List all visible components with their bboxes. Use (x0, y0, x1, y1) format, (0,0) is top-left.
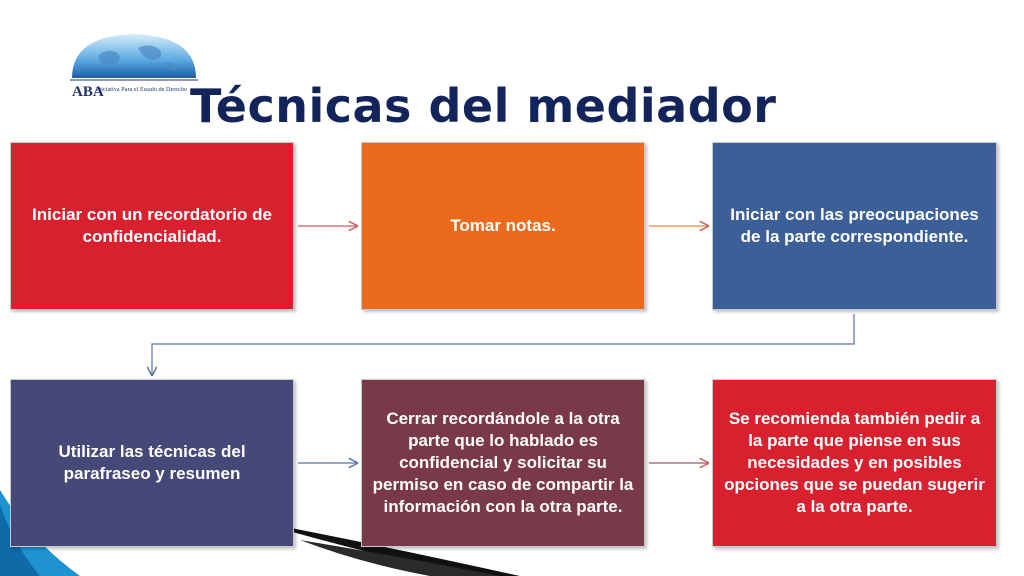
step-1-text: Iniciar con un recordatorio de confidenc… (32, 205, 272, 246)
aba-monogram: ABA (72, 84, 104, 100)
slide-title: Técnicas del mediador (190, 79, 777, 133)
step-4-box: Utilizar las técnicas del parafraseo y r… (10, 379, 294, 547)
step-6-text: Se recomienda también pedir a la parte q… (724, 409, 985, 516)
step-3-text: Iniciar con las preocupaciones de la par… (730, 205, 979, 246)
step-2-box: Tomar notas. (361, 142, 645, 310)
step-6-box: Se recomienda también pedir a la parte q… (712, 379, 997, 547)
logo-subtitle: Iniciativa Para el Estado de Derecho (96, 87, 188, 93)
step-5-text: Cerrar recordándole a la otra parte que … (372, 409, 634, 516)
step-5-box: Cerrar recordándole a la otra parte que … (361, 379, 645, 547)
aba-logo: ABA (70, 34, 198, 100)
step-2-text: Tomar notas. (450, 216, 556, 235)
step-4-text: Utilizar las técnicas del parafraseo y r… (58, 442, 246, 483)
step-1-box: Iniciar con un recordatorio de confidenc… (10, 142, 294, 310)
step-3-box: Iniciar con las preocupaciones de la par… (712, 142, 997, 310)
